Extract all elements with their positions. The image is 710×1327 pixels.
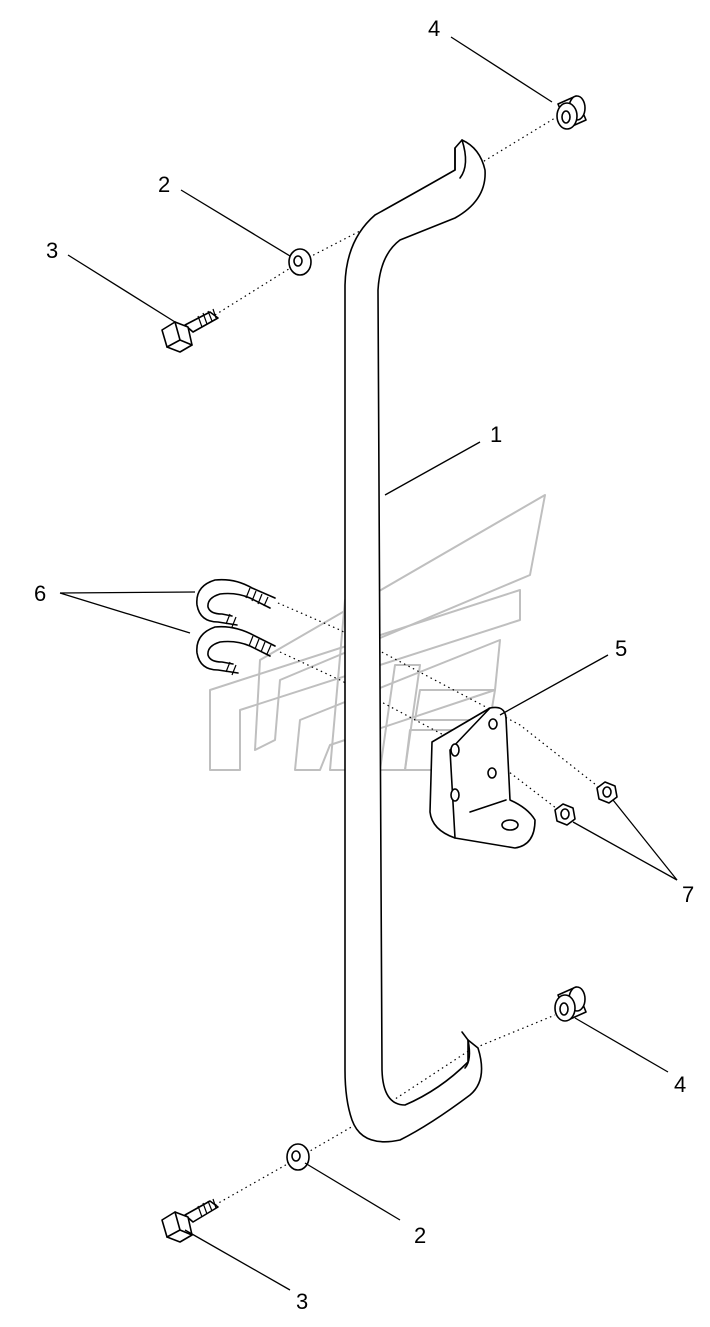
nut-lower: [554, 803, 576, 826]
alignment-lines: [214, 117, 606, 1206]
callout-spacer-bottom: 4: [674, 1072, 686, 1097]
nut-upper: [596, 781, 618, 804]
callout-bolt-bottom: 3: [296, 1289, 308, 1314]
leader-lines: [59, 36, 678, 1291]
callout-nuts: 7: [682, 882, 694, 907]
callout-handrail: 1: [490, 422, 502, 447]
callout-spacer-top: 4: [428, 16, 440, 41]
washer-top: [288, 248, 312, 276]
bolt-top: [161, 308, 219, 353]
callout-u-bolts: 6: [34, 581, 46, 606]
bracket: [429, 706, 536, 849]
handrail: [344, 139, 486, 1143]
u-bolts: [196, 578, 276, 676]
callout-bracket: 5: [615, 636, 627, 661]
spacer-top: [556, 95, 587, 130]
bolt-bottom: [161, 1198, 219, 1243]
callout-washer-bottom: 2: [414, 1223, 426, 1248]
washer-bottom: [286, 1143, 310, 1171]
callout-washer-top: 2: [158, 172, 170, 197]
callout-bolt-top: 3: [46, 238, 58, 263]
spacer-bottom: [554, 986, 587, 1022]
